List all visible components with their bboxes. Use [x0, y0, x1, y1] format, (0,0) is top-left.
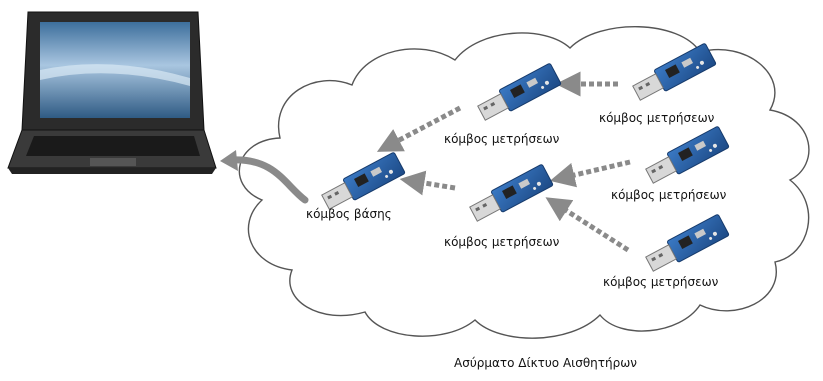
measure-node-label: κόμβος μετρήσεων — [603, 275, 719, 289]
measure-node-label: κόμβος μετρήσεων — [611, 188, 727, 202]
diagram-caption: Ασύρματο Δίκτυο Αισθητήρων — [454, 356, 637, 370]
measure-node-label: κόμβος μετρήσεων — [599, 111, 715, 125]
dashed-arrow-icon — [399, 170, 456, 196]
curved-arrow-icon — [228, 156, 309, 204]
dashed-arrow-icon — [549, 159, 631, 188]
laptop-icon — [7, 11, 217, 174]
dashed-arrow-icon — [545, 197, 630, 253]
measure-node-label: κόμβος μετρήσεων — [444, 132, 560, 146]
measure-node-label: κόμβος μετρήσεων — [444, 235, 560, 249]
base-node-label: κόμβος βάσης — [306, 207, 392, 221]
dashed-arrow-icon — [376, 105, 462, 152]
